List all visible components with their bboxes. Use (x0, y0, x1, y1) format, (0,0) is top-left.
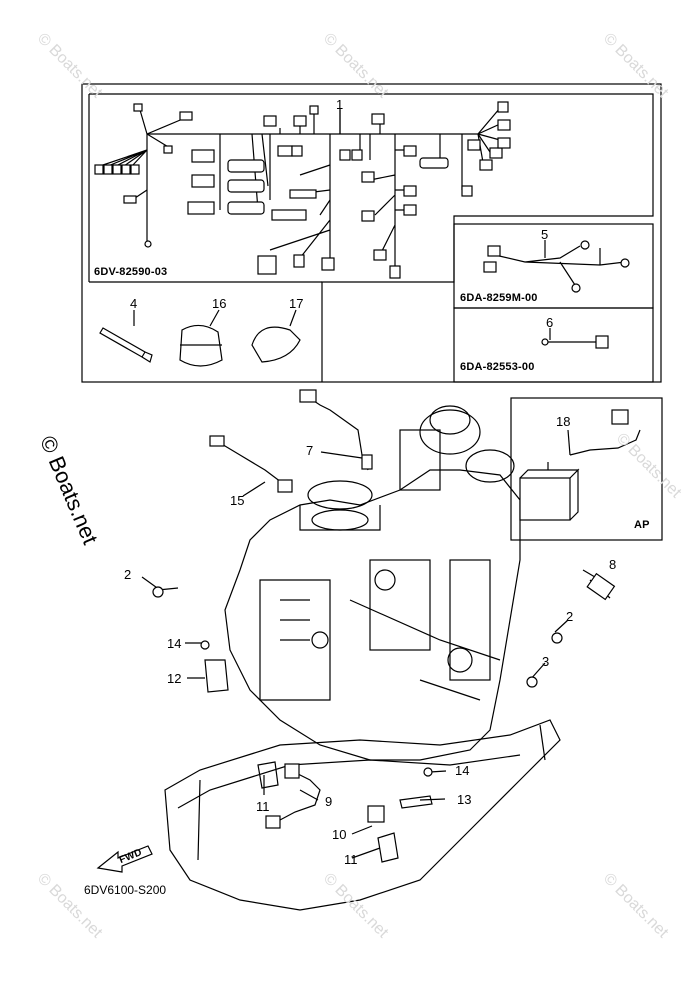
harness-9 (279, 769, 321, 821)
callout-16[interactable]: 16 (212, 296, 227, 311)
battery (519, 477, 571, 521)
engine-block (224, 469, 521, 761)
callout-17[interactable]: 17 (289, 296, 304, 311)
callout-11-bottom[interactable]: 11 (344, 852, 358, 867)
clamp-16 (179, 324, 223, 367)
fwd-arrow (96, 845, 153, 873)
diagram-id: 6DV6100-S200 (84, 883, 167, 897)
callout-13[interactable]: 13 (457, 792, 472, 807)
grommet-11a (257, 761, 279, 789)
callout-18[interactable]: 18 (556, 414, 571, 429)
subharness-5-wires (494, 245, 626, 286)
callout-4[interactable]: 4 (130, 296, 138, 311)
subharness-6-code: 6DA-82553-00 (460, 361, 535, 373)
subharness-5-code: 6DA-8259M-00 (460, 292, 538, 304)
harness-frame (81, 83, 662, 383)
ap-box (510, 397, 663, 541)
cable-tie (99, 327, 153, 363)
callout-7[interactable]: 7 (306, 443, 314, 458)
callout-5[interactable]: 5 (541, 227, 549, 242)
bracket-12 (204, 659, 229, 693)
callout-1[interactable]: 1 (336, 97, 344, 112)
sensor-15 (214, 439, 286, 486)
callout-14-top[interactable]: 14 (167, 636, 182, 651)
bracket-13 (399, 795, 433, 809)
ap-wire (569, 429, 641, 456)
ap-label: AP (634, 519, 650, 531)
callout-6[interactable]: 6 (546, 315, 554, 330)
harness-box (89, 93, 654, 382)
callout-3[interactable]: 3 (542, 654, 550, 669)
callout-12[interactable]: 12 (167, 671, 182, 686)
callout-11-top[interactable]: 11 (256, 799, 270, 814)
sensor-7 (304, 394, 369, 471)
grommet-11b (377, 832, 399, 863)
callout-8[interactable]: 8 (609, 557, 617, 572)
callout-2-left[interactable]: 2 (124, 567, 132, 582)
grommet-10 (367, 805, 385, 823)
callout-15[interactable]: 15 (230, 493, 245, 508)
callout-14-bottom[interactable]: 14 (455, 763, 470, 778)
callout-10[interactable]: 10 (332, 827, 347, 842)
callout-2-right[interactable]: 2 (566, 609, 574, 624)
bottom-cowling (164, 719, 561, 911)
callout-9[interactable]: 9 (325, 794, 333, 809)
harness-part-code: 6DV-82590-03 (94, 266, 168, 278)
subharness-box-6 (453, 307, 654, 383)
clamp-17 (251, 326, 301, 363)
